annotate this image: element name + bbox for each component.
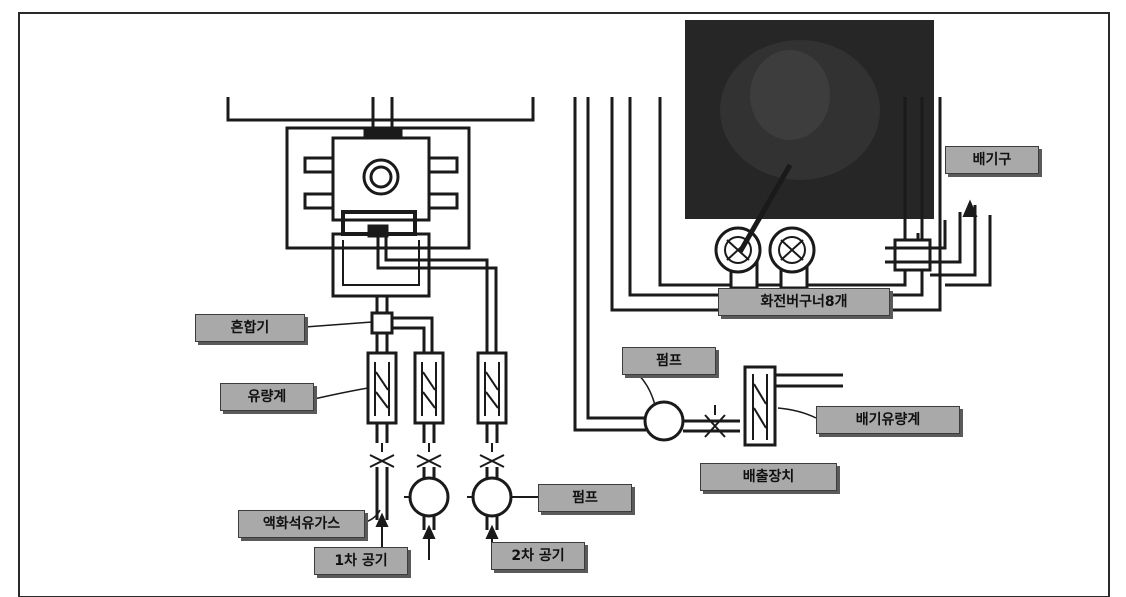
- label-primary-air: 1차 공기: [314, 547, 408, 575]
- exhaust-train: [645, 367, 843, 445]
- view-port-inner: [371, 167, 391, 187]
- flowmeter-1: [368, 353, 396, 423]
- label-pump-secondary: 펌프: [538, 484, 632, 512]
- view-port-outer: [364, 160, 398, 194]
- inlet-lines: [370, 423, 538, 530]
- burner-body: [333, 138, 429, 220]
- port-left-top: [305, 158, 333, 172]
- label-sampling-device: 배출장치: [700, 463, 837, 491]
- lower-chamber: [333, 234, 429, 296]
- flowmeter-2: [415, 353, 443, 423]
- port-right-top: [429, 158, 457, 172]
- label-mixer: 혼합기: [195, 314, 305, 342]
- label-secondary-air: 2차 공기: [491, 542, 585, 570]
- port-right-bottom: [429, 194, 457, 208]
- flame-photo-glow-inner: [750, 50, 830, 140]
- label-burners: 화전버구너8개: [718, 288, 890, 316]
- port-left-bottom: [305, 194, 333, 208]
- top-bracket: [228, 97, 533, 120]
- label-lpg: 액화석유가스: [238, 510, 365, 538]
- flowmeter-3: [478, 353, 506, 423]
- mixer-body: [372, 313, 392, 333]
- label-pump-exhaust: 펌프: [622, 347, 716, 375]
- label-exhaust-port: 배기구: [945, 146, 1039, 174]
- label-flowmeter: 유량계: [220, 383, 314, 411]
- label-exhaust-flowmeter: 배기유량계: [816, 406, 960, 434]
